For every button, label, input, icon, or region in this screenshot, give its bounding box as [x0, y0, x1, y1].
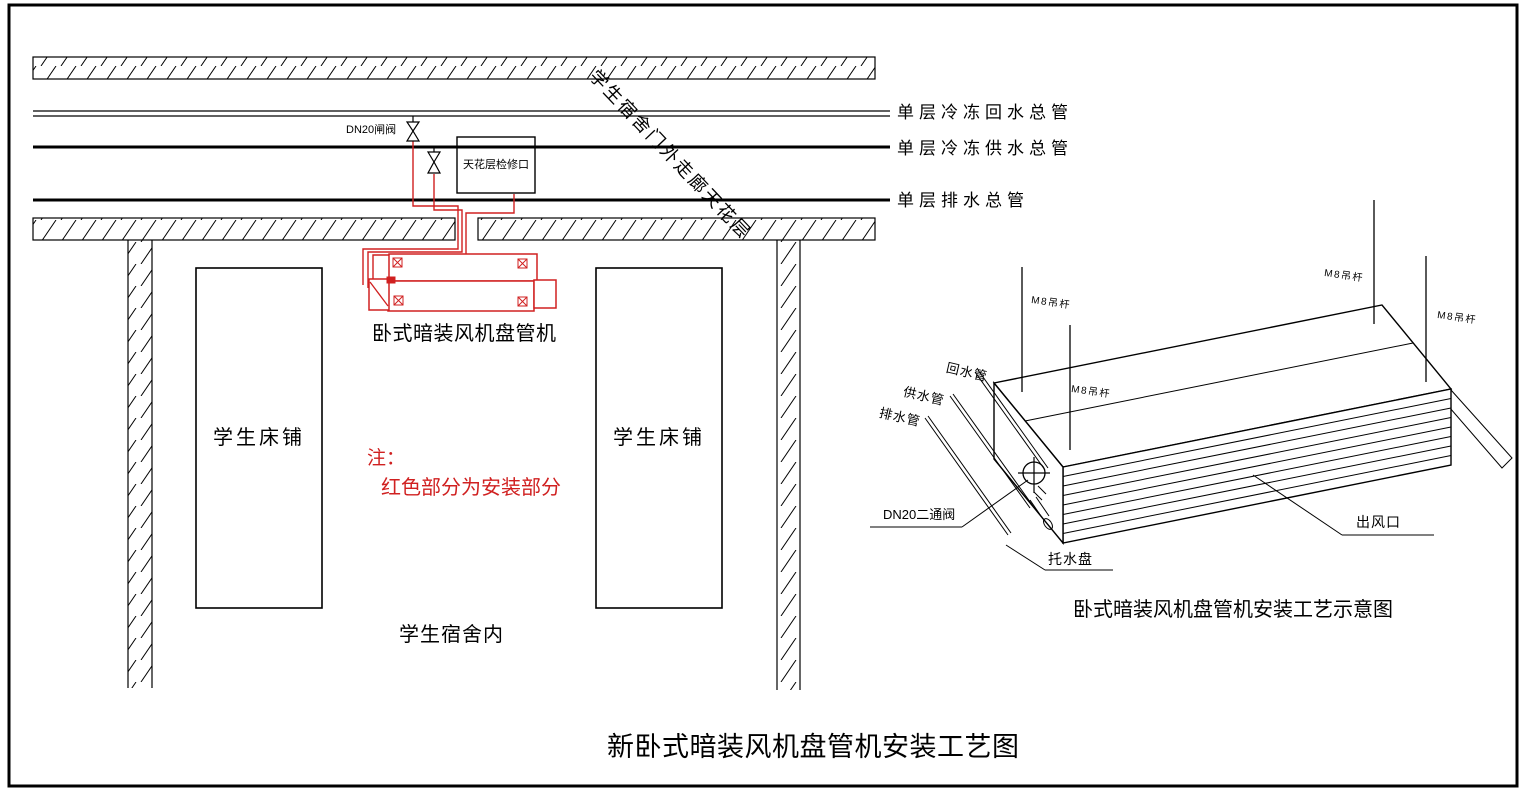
- drain-pan-label: 托水盘: [1048, 551, 1093, 567]
- install-piping-red: [362, 141, 515, 291]
- access-panel-label: 天花层检修口: [463, 159, 529, 171]
- bed-outline: [195, 267, 723, 609]
- ceiling-slab-lower: [32, 217, 876, 241]
- bed-label-left: 学生床铺: [213, 426, 305, 449]
- main-pipe-lines: [33, 110, 890, 202]
- two-way-valve-label: DN20二通阀: [883, 507, 956, 522]
- leader-lines: [870, 474, 1434, 571]
- drain-pan-blade: [1442, 389, 1513, 469]
- room-label: 学生宿舍内: [399, 624, 504, 646]
- iso-unit: [870, 200, 1513, 571]
- main-pipe-label-drain: 单层排水总管: [897, 191, 1029, 210]
- anchor-marker-icon: [517, 258, 528, 269]
- sheet-title: 新卧式暗装风机盘管机安装工艺图: [607, 732, 1020, 762]
- main-pipe-label-supply: 单层冷冻供水总管: [897, 139, 1073, 158]
- anchor-marker-icon: [517, 296, 528, 307]
- gate-valve-label: DN20闸阀: [346, 124, 397, 136]
- outlet-label: 出风口: [1356, 514, 1401, 530]
- note-heading: 注：: [367, 448, 406, 469]
- anchor-marker-icon: [392, 257, 403, 268]
- note-body: 红色部分为安装部分: [381, 477, 561, 499]
- anchor-marker-icon: [393, 295, 404, 306]
- hanger-rods: [1021, 200, 1427, 450]
- gate-valve-icon: [405, 116, 421, 142]
- two-way-valve-icon: [1018, 457, 1050, 501]
- access-panel-box: [456, 136, 536, 194]
- gate-valve-icon: [426, 147, 442, 174]
- main-pipe-label-return: 单层冷冻回水总管: [897, 103, 1073, 122]
- fan-coil-unit-plan: [368, 253, 557, 312]
- border-frame: [7, 3, 1519, 788]
- iso-caption: 卧式暗装风机盘管机安装工艺示意图: [1073, 599, 1393, 621]
- fan-coil-unit-label: 卧式暗装风机盘管机: [372, 323, 557, 345]
- ceiling-slab-top: [32, 56, 876, 80]
- outlet-louvers: [1062, 398, 1452, 534]
- drain-stub: [1029, 496, 1053, 530]
- right-wall: [776, 240, 801, 690]
- left-wall: [127, 240, 153, 688]
- iso-pipes: [924, 369, 1049, 536]
- bed-label-right: 学生床铺: [613, 426, 705, 449]
